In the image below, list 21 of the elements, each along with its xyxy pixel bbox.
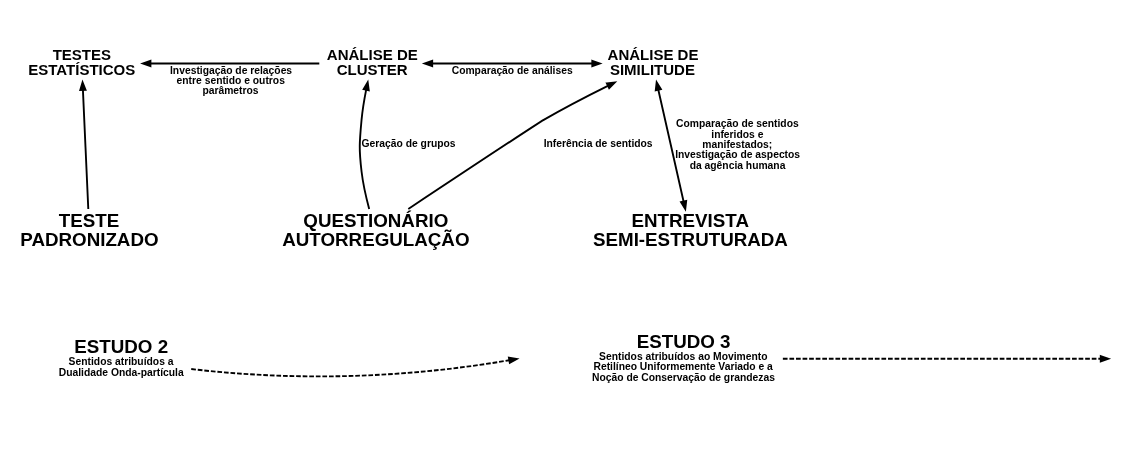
arrow	[654, 79, 688, 212]
node-text: ESTUDO 3 Sentidos atribuídos ao Movimento Retilíneo Uniformemente Variado e a Noção de Conservação de grandezas	[592, 330, 775, 383]
arrow	[407, 80, 618, 210]
node-text: ESTUDO 2 Sentidos atribuídos a Dualidade Onda-partícula	[58, 335, 184, 378]
arrow	[140, 59, 321, 67]
edge-label: Investigação de relações entre sentido e outros parâmetros	[170, 64, 293, 96]
arrow	[358, 79, 371, 210]
arrow	[190, 355, 520, 377]
node-text: ENTREVISTA SEMI-ESTRUTURADA	[592, 209, 788, 250]
edge-label: Inferência de sentidos	[543, 137, 653, 149]
node-text: TESTES ESTATÍSTICOS	[28, 45, 136, 78]
node-text: ANÁLISE DE SIMILITUDE	[607, 45, 699, 78]
arrow	[781, 354, 1112, 363]
edge-label: Geração de grupos	[361, 137, 456, 149]
node-text: QUESTIONÁRIO AUTORREGULAÇÃO	[282, 209, 470, 250]
arrow	[79, 79, 90, 210]
arrow	[421, 59, 603, 67]
edge-label: Comparação de sentidos inferidos e manifestados; Investigação de aspectos da agência humana	[675, 117, 801, 170]
node-text: TESTE PADRONIZADO	[20, 209, 159, 250]
node-text: ANÁLISE DE CLUSTER	[326, 45, 418, 78]
edge-label: Comparação de análises	[451, 64, 573, 76]
